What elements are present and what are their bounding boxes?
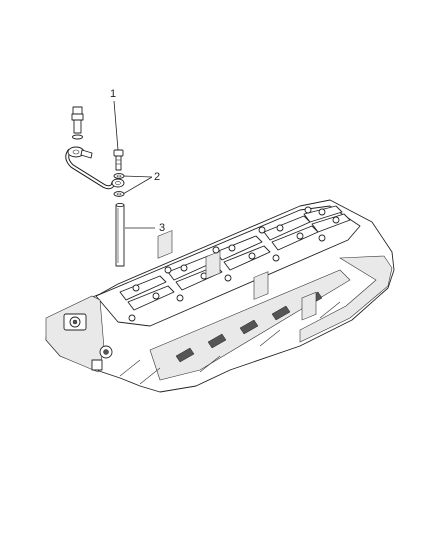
tube-fitting-washer: [72, 134, 83, 140]
rocker-set-1: [119, 275, 175, 311]
callout-2[interactable]: 2: [122, 171, 160, 195]
callout-2-leader-a: [122, 175, 153, 178]
callout-2-number: 2: [154, 171, 160, 183]
callout-2-leader-b: [122, 176, 153, 195]
rocker-set-5: [303, 205, 351, 233]
washer-upper: [113, 173, 125, 179]
tube-banjo-lower: [111, 178, 125, 188]
push-rod: [115, 202, 125, 267]
washer-lower: [113, 191, 125, 197]
bolt-head: [113, 149, 124, 157]
rocker-pedestals: [157, 230, 317, 321]
tube-fitting-body: [73, 119, 82, 134]
callout-3[interactable]: 3: [125, 222, 165, 234]
rocker-arms: [119, 205, 351, 311]
tube-fitting-top: [72, 106, 83, 115]
bolt-shank: [115, 155, 122, 171]
callout-1[interactable]: 1: [110, 88, 119, 151]
tube-fitting-nut: [71, 113, 84, 121]
underside-ribs: [119, 301, 341, 385]
callout-1-number: 1: [110, 88, 116, 100]
cylinder-head-assembly: [45, 199, 395, 393]
sealing-washers: [113, 173, 125, 197]
rocker-set-3: [215, 235, 271, 271]
banjo-bolt: [113, 149, 124, 171]
head-bolts: [128, 206, 326, 322]
head-ports: [175, 291, 323, 363]
oil-supply-tube: [65, 106, 125, 190]
front-cover: [45, 295, 113, 373]
callout-1-leader: [113, 100, 119, 151]
callout-3-number: 3: [159, 222, 165, 234]
push-rod-body: [115, 204, 125, 267]
